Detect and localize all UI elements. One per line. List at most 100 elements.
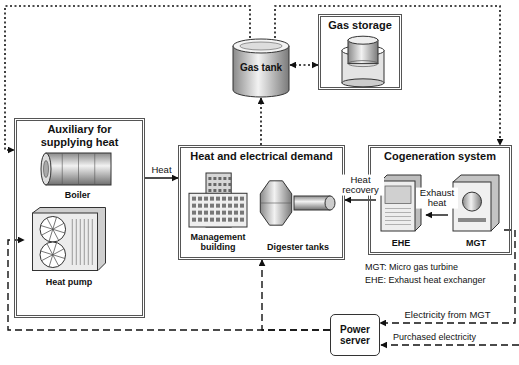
building-part [189,173,247,227]
group-box: Heat and electrical demandManagement bui… [178,145,345,260]
building-part [192,211,196,215]
building-part [222,218,226,222]
building-part [192,197,196,201]
digester-part [260,181,291,225]
boiler-part [46,153,111,185]
building-part [208,189,211,192]
mgt-icon [452,174,500,232]
building-part [228,189,231,192]
hp-part [84,219,85,265]
digester-icon [258,178,338,228]
building-part [218,177,221,180]
building-part [240,218,244,222]
digester-part [260,181,335,225]
boiler-icon [40,152,115,186]
process-box: Power server [330,314,380,356]
gas-line [260,98,262,145]
building-part [228,177,231,180]
building-part [198,211,202,215]
ehe-part [381,175,421,231]
hp-part [33,208,106,271]
boiler-part [94,153,95,185]
building-part [192,204,196,208]
building-part [228,204,232,208]
building-part [222,204,226,208]
ehe-part [381,175,421,231]
edge-label: Heat recovery [338,175,384,196]
building-part [216,211,220,215]
node-label: Cogeneration system [371,148,509,163]
gas-line [275,6,500,145]
ehe-part [385,208,411,209]
group-box: Auxiliary for supplying heatBoilerHeat p… [14,118,145,318]
node-label: Heat and electrical demand [181,148,342,163]
hp-part [33,213,98,271]
building-part [204,218,208,222]
node-label: EHE [376,239,426,249]
node-label: MGT [448,239,504,249]
hp-part [42,223,65,235]
boiler-part [44,161,49,178]
heat-arrow [426,214,448,215]
node-label: Power server [331,322,379,349]
node-label: Management building [183,233,253,253]
building-part [198,218,202,222]
mgt-part [458,218,486,222]
building-part [210,197,214,201]
mgt-part [453,175,499,231]
building-part [234,211,238,215]
storage-part [348,61,378,67]
building-part [198,204,202,208]
hp-part [40,242,66,268]
ehe-part [385,212,411,213]
building-icon [188,172,248,228]
ehe-part [385,220,411,221]
hp-icon [32,207,106,271]
building-part [213,177,216,180]
power-line [262,260,330,330]
line-label: Purchased electricity [392,333,477,343]
mgt-part [463,192,482,211]
building-part [223,177,226,180]
storage-icon [339,35,387,87]
abbreviation-note: MGT: Micro gas turbine [364,263,459,273]
mgt-part [453,182,491,231]
hp-part [42,249,65,261]
building-part [228,218,232,222]
hp-part [92,219,93,265]
ehe-part [385,216,411,217]
mgt-part [453,175,499,231]
node-label: Auxiliary for supplying heat [17,121,142,148]
building-part [222,211,226,215]
storage-box: Gas storage [318,14,402,90]
building-part [208,183,211,186]
building-part [234,204,238,208]
ehe-part [385,224,411,225]
building-part [222,197,226,201]
storage-part [348,36,378,44]
building-part [218,183,221,186]
storage-part [342,79,384,87]
building-part [216,197,220,201]
building-part [210,211,214,215]
digester-unit: Digester tanks [256,172,340,254]
building-part [189,193,247,227]
exchanger-unit: EHE [376,172,426,250]
boiler-unit: Boiler [30,152,125,202]
tank-part [240,42,282,50]
building-part [204,211,208,215]
edge-label: Electricity from MGT [403,310,491,320]
building-part [234,218,238,222]
ehe-part [381,181,415,231]
boiler-part [41,153,111,185]
heat-pump-unit: Heat pump [24,207,114,289]
ehe-part [385,186,411,204]
edge-label: Exhaust heat [416,188,458,209]
building-part [198,197,202,201]
building-part [223,189,226,192]
boiler-part [78,153,79,185]
hp-part [80,219,81,265]
building-part [240,204,244,208]
building-part [210,204,214,208]
storage-part [342,36,384,87]
